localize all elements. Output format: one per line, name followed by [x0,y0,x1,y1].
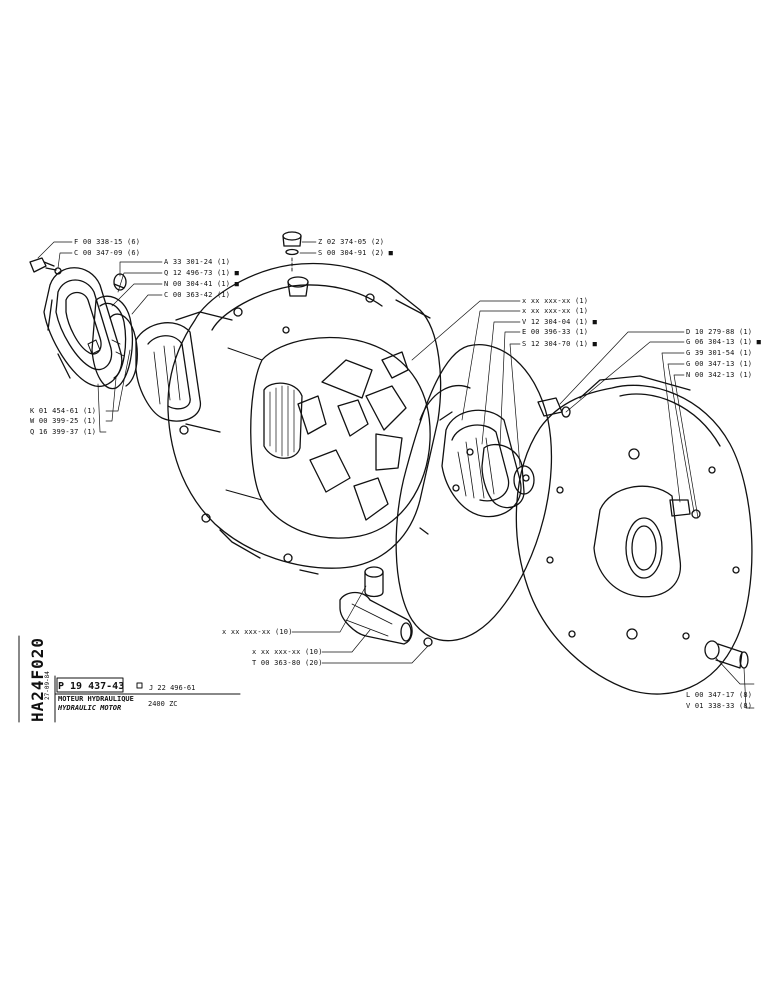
callout-left-5: N 00 304-41 (1) ■ [164,280,240,288]
end-flange [515,375,753,695]
callout-left-8: W 00 399-25 (1) [30,417,97,425]
callout-right-3: G 39 301-54 (1) [686,349,753,357]
callout-right-5: N 00 342-13 (1) [686,371,753,379]
callout-center-2: x xx xxx-xx (1) [522,307,589,315]
callout-center-3: V 12 304-04 (1) ■ [522,318,598,326]
plug [282,231,302,273]
callout-bottom-right-2: V 01 338-33 (8) [686,702,753,710]
piston-assembly [339,566,433,647]
callout-left-4: Q 12 496-73 (1) ■ [164,269,240,277]
callout-center-5: S 12 304-70 (1) ■ [522,340,598,348]
part-number: P 19 437-43 [58,681,125,692]
callout-left-7: K 01 454-61 (1) [30,407,97,415]
callout-bottom-3: T 00 363-80 (20) [252,659,323,667]
callout-left-9: Q 16 399-37 (1) [30,428,97,436]
callout-left-2: C 00 347-09 (6) [74,249,141,257]
callout-center-1: x xx xxx-xx (1) [522,297,589,305]
callout-left-6: C 00 363-42 (1) [164,291,231,299]
callout-center-4: E 00 396-33 (1) [522,328,589,336]
reference-number: J 22 496-61 [149,684,196,692]
model-number: 2400 ZC [148,700,178,708]
callout-top-2: S 00 304-91 (2) ■ [318,249,394,257]
sheet-date: 27-09-84 [44,671,51,700]
callout-bottom-right-1: L 00 347-17 (8) [686,691,753,699]
title-english: HYDRAULIC MOTOR [58,704,122,712]
callout-bottom-2: x xx xxx-xx (10) [252,648,323,656]
callout-right-2: G 06 304-13 (1) ■ [686,338,762,346]
motor-housing [167,262,453,575]
callout-right-1: D 10 279-88 (1) [686,328,753,336]
callout-right-4: G 00 347-13 (1) [686,360,753,368]
callout-left-1: F 00 338-15 (6) [74,238,141,246]
callout-bottom-1: x xx xxx-xx (10) [222,628,293,636]
end-cap-assembly [29,257,233,433]
callout-left-3: A 33 301-24 (1) [164,258,231,266]
distributor-disc [395,344,553,642]
title-french: MOTEUR HYDRAULIQUE [58,695,134,703]
callout-top-1: Z 02 374-05 (2) [318,238,385,246]
